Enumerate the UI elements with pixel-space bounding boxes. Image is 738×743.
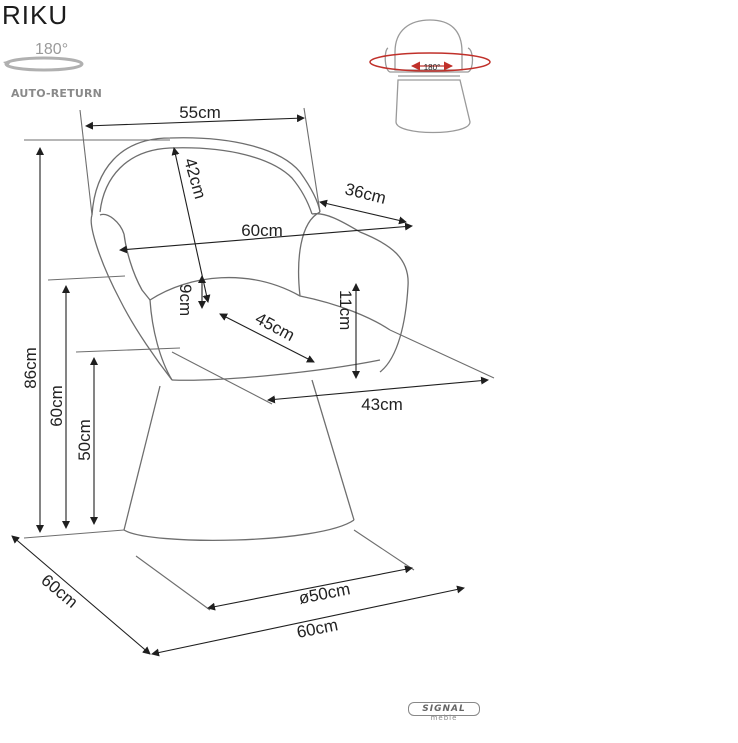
dim-top-width: [85, 114, 305, 130]
dim-arm-depth: [319, 199, 407, 225]
label-seat-width: 43cm: [361, 395, 403, 414]
label-seat-height: 50cm: [75, 419, 94, 461]
label-total-height: 86cm: [21, 347, 40, 389]
label-arm-height: 60cm: [47, 385, 66, 427]
rotation-icon: [3, 56, 84, 72]
dimension-lines: [11, 107, 495, 657]
dim-seat-depth: [219, 313, 315, 363]
dim-arm-width: [119, 222, 413, 254]
label-seat-thickness: 11cm: [336, 290, 355, 330]
thumbnail-rotation-label: 180°: [424, 63, 441, 72]
dim-seat-width: [267, 376, 489, 404]
thumbnail-rotation-arrow: [369, 52, 491, 72]
thumbnail-chair: [384, 19, 474, 134]
brand-sub: meble: [430, 714, 458, 722]
label-arm-above-seat: 9cm: [176, 284, 195, 316]
brand-logo: SIGNAL meble: [408, 702, 480, 722]
auto-return-label: AUTO-RETURN: [11, 87, 103, 100]
label-footprint-width: 60cm: [295, 615, 339, 642]
label-seat-depth: 45cm: [252, 309, 298, 345]
rotation-degrees: 180°: [35, 41, 69, 58]
brand-name: SIGNAL: [408, 702, 480, 716]
label-top-width: 55cm: [179, 103, 221, 122]
product-title: RIKU: [2, 0, 69, 30]
label-arm-depth: 36cm: [343, 179, 388, 207]
dim-footprint-depth: [11, 535, 151, 655]
dim-footprint-width: [151, 585, 465, 657]
label-arm-width: 60cm: [241, 221, 283, 240]
label-base-diameter: ø50cm: [297, 579, 352, 608]
